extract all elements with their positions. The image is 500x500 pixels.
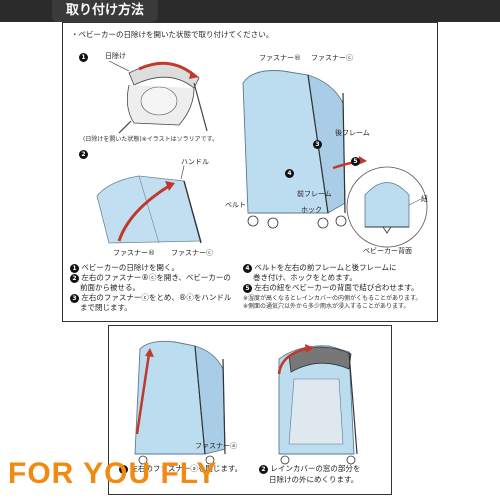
step-4-text: ベルトを左右の前フレームと後フレームに xyxy=(254,263,397,272)
step-1-badge: 1 xyxy=(70,264,79,273)
fig1-badge: 1 xyxy=(79,53,88,62)
bottom-step-1: 1 左右のファスナーⓐを閉じます。 xyxy=(119,464,242,474)
step-3-text: 左右のファスナーⓒをとめ、®ⓒをハンドル xyxy=(81,293,232,302)
step-2: 2 左右のファスナー®ⓒを開き、ベビーカーの xyxy=(70,273,240,283)
bottom-step-1-badge: 1 xyxy=(119,465,128,474)
note-2: ※側面の通気穴以外から多少雨水が浸入することがあります。 xyxy=(243,303,410,310)
fig2-zipper-c-label: ファスナーⓒ xyxy=(171,249,213,257)
fig2-badge: 2 xyxy=(79,150,88,159)
fig1-caption-note: ※イラストはソラリアです。 xyxy=(141,136,218,143)
strap-label: 紐 xyxy=(421,195,428,203)
watermark-text: FOR YOU FLY xyxy=(8,457,218,490)
bottom-step-1-text: 左右のファスナーⓐを閉じます。 xyxy=(130,464,243,473)
section-title: 取り付け方法 xyxy=(52,0,159,22)
step-4-text2: 巻き付け、ホックをとめます。 xyxy=(253,273,357,282)
window-flip-illustration xyxy=(277,344,358,465)
step-3-text2: まで閉じます。 xyxy=(80,303,132,312)
step-3: 3 左右のファスナーⓒをとめ、®ⓒをハンドル xyxy=(70,293,240,303)
step-5-badge: 5 xyxy=(243,284,252,293)
fig2-zipper-b-label: ファスナー® xyxy=(113,249,155,257)
rear-frame-label: 後フレーム xyxy=(335,129,370,137)
stroller-sunshade-illustration xyxy=(108,60,208,134)
step-2-text: 左右のファスナー®ⓒを開き、ベビーカーの xyxy=(81,273,231,282)
handle-label: ハンドル xyxy=(181,158,209,166)
bottom-instruction-panel: ファスナーⓐ 1 左右のファスナーⓐを閉じます。 2 レインカバーの窓の部分を … xyxy=(108,325,392,495)
sunshade-label: 日除け xyxy=(105,52,126,60)
step-3-badge: 3 xyxy=(70,294,79,303)
note-1: ※湿度が高くなるとレインカバーの内側がくもることがあります。 xyxy=(243,295,422,302)
hook-label: ホック xyxy=(301,206,322,214)
main-zipper-b-label: ファスナー® xyxy=(259,54,301,62)
bottom-step-2-badge: 2 xyxy=(259,465,268,474)
step-5: 5 左右の紐をベビーカーの背面で結び合わせます。 xyxy=(243,283,433,293)
stroller-back-illustration xyxy=(346,166,428,248)
fig5-caption: ベビーカー背面 xyxy=(363,247,412,255)
step-2-badge: 2 xyxy=(70,274,79,283)
zipper-a-label: ファスナーⓐ xyxy=(195,442,237,450)
step-4: 4 ベルトを左右の前フレームと後フレームに xyxy=(243,263,433,273)
step-4-badge: 4 xyxy=(243,264,252,273)
main-badge-3: 3 xyxy=(313,140,322,149)
front-frame-label: 前フレーム xyxy=(297,190,332,198)
main-zipper-c-label: ファスナーⓒ xyxy=(311,54,353,62)
step-1: 1 ベビーカーの日除けを開く。 xyxy=(70,263,240,273)
zipper-closing-illustration xyxy=(134,340,226,465)
fig5-badge: 5 xyxy=(351,157,360,166)
fig1-caption: (日除けを開いた状態)※イラストはソラリアです。 xyxy=(83,136,218,144)
header-bar: 取り付け方法 xyxy=(0,0,500,22)
bottom-step-2: 2 レインカバーの窓の部分を xyxy=(259,464,360,474)
belt-label: ベルト xyxy=(225,201,246,209)
covered-stroller-illustration xyxy=(242,70,367,229)
instruction-panel: ・ベビーカーの日除けを開いた状態で取り付けてください。 1 日除け (日除けを開… xyxy=(62,22,438,322)
step-2-text2: 前面から被せる。 xyxy=(80,283,140,292)
step-1-text: ベビーカーの日除けを開く。 xyxy=(81,263,179,272)
main-badge-4: 4 xyxy=(285,169,294,178)
intro-text: ・ベビーカーの日除けを開いた状態で取り付けてください。 xyxy=(71,30,274,39)
bottom-step-2-text: レインカバーの窓の部分を xyxy=(270,464,361,473)
step-5-text: 左右の紐をベビーカーの背面で結び合わせます。 xyxy=(254,283,419,292)
cover-draping-illustration xyxy=(96,165,202,244)
bottom-step-2-text2: 日除けの外にめくります。 xyxy=(269,475,359,484)
steps-left: 1 ベビーカーの日除けを開く。 2 左右のファスナー®ⓒを開き、ベビーカーの 前… xyxy=(70,263,240,313)
fig1-caption-text: (日除けを開いた状態) xyxy=(83,136,142,143)
steps-right: 4 ベルトを左右の前フレームと後フレームに 巻き付け、ホックをとめます。 5 左… xyxy=(243,263,433,311)
